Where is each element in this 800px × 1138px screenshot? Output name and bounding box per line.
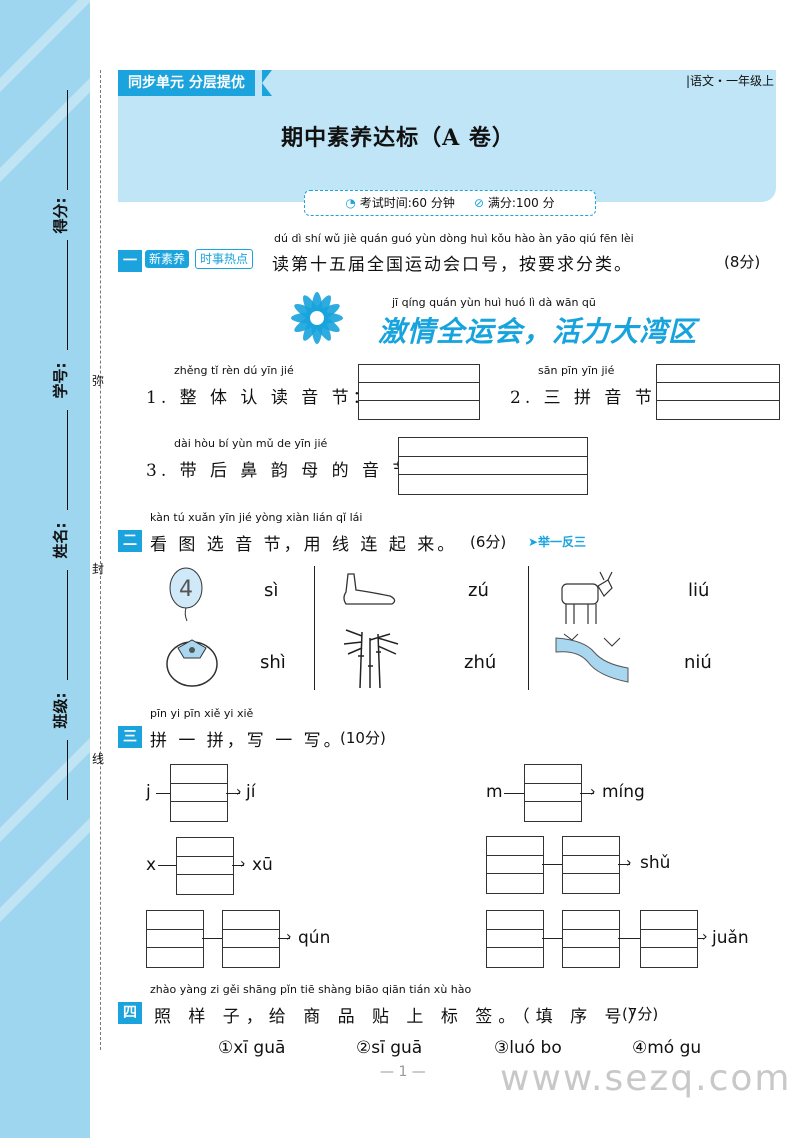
s3-a-left: j — [146, 782, 151, 802]
col2-syllable-1[interactable]: zú — [468, 580, 489, 601]
balloon-4-icon: 4 — [169, 567, 203, 622]
subject-label: |语文・一年级上 — [685, 74, 774, 88]
s3-e-box-2[interactable] — [222, 910, 280, 968]
river-icon — [555, 633, 629, 683]
slogan-pinyin: jī qíng quán yùn huì huó lì dà wān qū — [392, 296, 596, 309]
q2-pinyin: sān pīn yīn jié — [538, 364, 615, 377]
col1-syllable-2[interactable]: shì — [260, 652, 286, 673]
seal-char-1: 弥 — [92, 374, 105, 388]
watermark: www.sezq.com — [500, 1058, 792, 1099]
student-id-label: 学号: — [51, 362, 70, 399]
series-tag: 同步单元 分层提优 — [118, 70, 255, 96]
option-1: ①xī guā — [218, 1038, 286, 1058]
s3-f-box-1[interactable] — [486, 910, 544, 968]
option-4: ④mó gu — [632, 1038, 702, 1058]
s3-b-left: m — [486, 782, 503, 802]
clock-icon: ◔ — [345, 196, 356, 210]
page-number: — 1 — — [380, 1064, 426, 1080]
section2-score: (6分) — [470, 533, 507, 551]
s3-d-box-1[interactable] — [486, 836, 544, 894]
left-margin-strip — [0, 0, 90, 1138]
s3-b-box[interactable] — [524, 764, 582, 822]
games-logo-icon — [291, 292, 343, 344]
q1-answer-box[interactable] — [358, 364, 480, 420]
section4-pinyin: zhào yàng zi gěi shāng pǐn tiē shàng biā… — [150, 983, 472, 996]
s3-d-right: shǔ — [640, 853, 671, 873]
option-3: ③luó bo — [494, 1038, 562, 1058]
s3-a-box[interactable] — [170, 764, 228, 822]
section4-instruction: 照 样 子，给 商 品 贴 上 标 签。（填 序 号） — [154, 1007, 651, 1027]
s3-d-box-2[interactable] — [562, 836, 620, 894]
slogan: 激情全运会，活力大湾区 — [378, 315, 698, 348]
section2-instruction: 看 图 选 音 节，用 线 连 起 来。 — [150, 535, 458, 555]
s3-e-box-1[interactable] — [146, 910, 204, 968]
s3-b-right: míng — [602, 782, 645, 802]
exam-full-score: 满分:100 分 — [487, 196, 555, 210]
exam-time: 考试时间:60 分钟 — [359, 196, 455, 210]
seal-char-3: 线 — [92, 752, 105, 766]
s3-f-box-2[interactable] — [562, 910, 620, 968]
section2-pinyin: kàn tú xuǎn yīn jié yòng xiàn lián qǐ lá… — [150, 511, 363, 524]
name-label: 姓名: — [51, 522, 70, 559]
col3-syllable-2[interactable]: niú — [684, 652, 712, 673]
cow-icon — [561, 571, 613, 624]
seal-line — [100, 70, 101, 1050]
bamboo-icon — [343, 629, 399, 689]
section4-number: 四 — [118, 1002, 142, 1024]
s3-a-right: jí — [246, 782, 256, 802]
s3-f-right: juǎn — [712, 928, 749, 948]
section1-pill-news: 时事热点 — [195, 249, 254, 269]
section2-number: 二 — [118, 530, 142, 552]
persimmon-icon — [166, 639, 218, 687]
section1-pinyin: dú dì shí wǔ jiè quán guó yùn dòng huì k… — [274, 232, 634, 245]
q1-pinyin: zhěng tǐ rèn dú yīn jié — [174, 364, 294, 377]
check-icon: ⊘ — [473, 196, 484, 210]
q2-answer-box[interactable] — [656, 364, 780, 420]
q2-label: 2. 三 拼 音 节： — [510, 388, 677, 408]
s3-c-box[interactable] — [176, 837, 234, 895]
s3-f-box-3[interactable] — [640, 910, 698, 968]
section3-number: 三 — [118, 726, 142, 748]
seal-char-2: 封 — [92, 562, 105, 576]
section1-number: 一 — [118, 250, 142, 272]
section4-score: (7分) — [622, 1005, 659, 1023]
section3-score: (10分) — [340, 729, 386, 747]
s3-e-right: qún — [298, 928, 331, 948]
s3-c-left: x — [146, 855, 157, 875]
q3-answer-box[interactable] — [398, 437, 588, 495]
section1-pill-new: 新素养 — [145, 250, 190, 268]
s3-c-right: xū — [252, 855, 273, 875]
score-label: 得分: — [51, 197, 70, 234]
option-2: ②sī guā — [356, 1038, 423, 1058]
q3-pinyin: dài hòu bí yùn mǔ de yīn jié — [174, 437, 328, 450]
exam-info: ◔ 考试时间:60 分钟 ⊘ 满分:100 分 — [304, 190, 596, 216]
class-label: 班级: — [51, 692, 70, 729]
q3-label: 3. 带 后 鼻 韵 母 的 音 节： — [146, 461, 435, 481]
col1-syllable-1[interactable]: sì — [264, 580, 279, 601]
section1-instruction: 读第十五届全国运动会口号，按要求分类。 — [272, 255, 633, 275]
foot-icon — [343, 573, 396, 605]
q1-label: 1. 整 体 认 读 音 节： — [146, 388, 374, 408]
col3-syllable-1[interactable]: liú — [688, 580, 710, 601]
col2-syllable-2[interactable]: zhú — [464, 652, 497, 673]
section3-pinyin: pīn yi pīn xiě yi xiě — [150, 707, 254, 720]
exam-title: 期中素养达标（A 卷） — [281, 125, 515, 151]
section1-score: (8分) — [724, 253, 761, 271]
svg-text:4: 4 — [179, 577, 193, 602]
section2-extra: ➤举一反三 — [528, 535, 587, 549]
section3-instruction: 拼 一 拼，写 一 写。 — [150, 731, 344, 751]
